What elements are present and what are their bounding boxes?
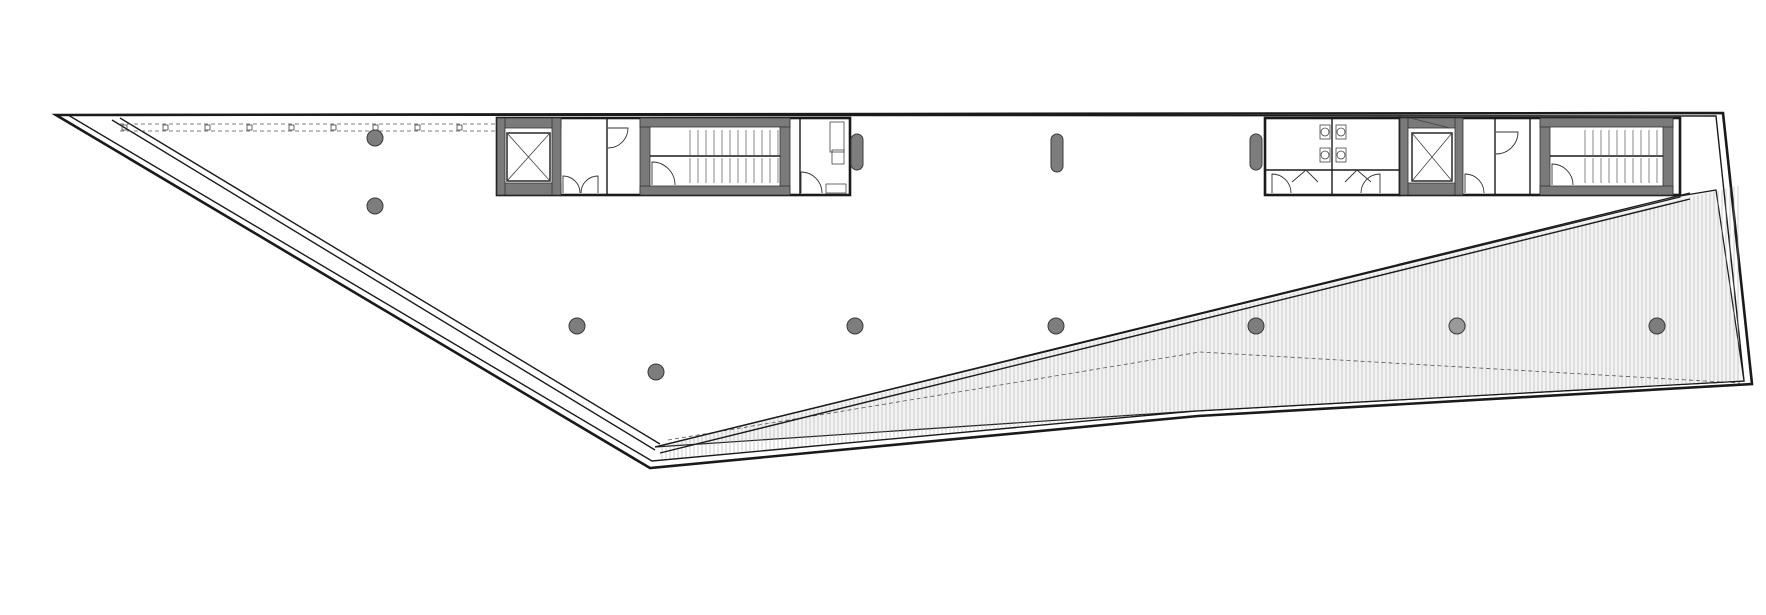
column: [366, 197, 384, 215]
building-outline: [51, 111, 1754, 470]
column: [647, 363, 665, 381]
column: [1448, 317, 1466, 335]
hatched-roof-area: [654, 185, 1745, 460]
door-icon: [1271, 173, 1292, 194]
core-right: [1263, 116, 1682, 197]
door-icon: [607, 127, 629, 149]
elevator-icon: [1411, 132, 1453, 182]
column: [846, 317, 864, 335]
door-icon: [1464, 173, 1485, 194]
door-icon: [1551, 163, 1574, 186]
column: [568, 317, 586, 335]
oval-shaft: [1050, 133, 1064, 173]
column: [1648, 317, 1666, 335]
stair-icon: [1584, 130, 1658, 183]
door-icon: [800, 171, 823, 194]
oval-shaft: [1249, 133, 1263, 171]
door-icon: [580, 175, 599, 194]
columns: [366, 129, 1666, 381]
roof-hatch-pattern: [661, 185, 1739, 460]
oval-shaft: [850, 133, 864, 171]
column: [1247, 317, 1265, 335]
facade-mullions: [120, 123, 495, 132]
column: [1047, 317, 1065, 335]
core-left: [495, 116, 852, 197]
column: [366, 129, 384, 147]
toilet-icon: [1319, 124, 1347, 163]
door-icon: [1344, 169, 1372, 183]
stair-icon: [689, 130, 779, 183]
elevator-icon: [506, 132, 551, 182]
door-icon: [1495, 131, 1519, 155]
door-icon: [1360, 173, 1381, 194]
door-icon: [562, 175, 581, 194]
door-icon: [1291, 169, 1319, 183]
door-icon: [651, 161, 676, 186]
